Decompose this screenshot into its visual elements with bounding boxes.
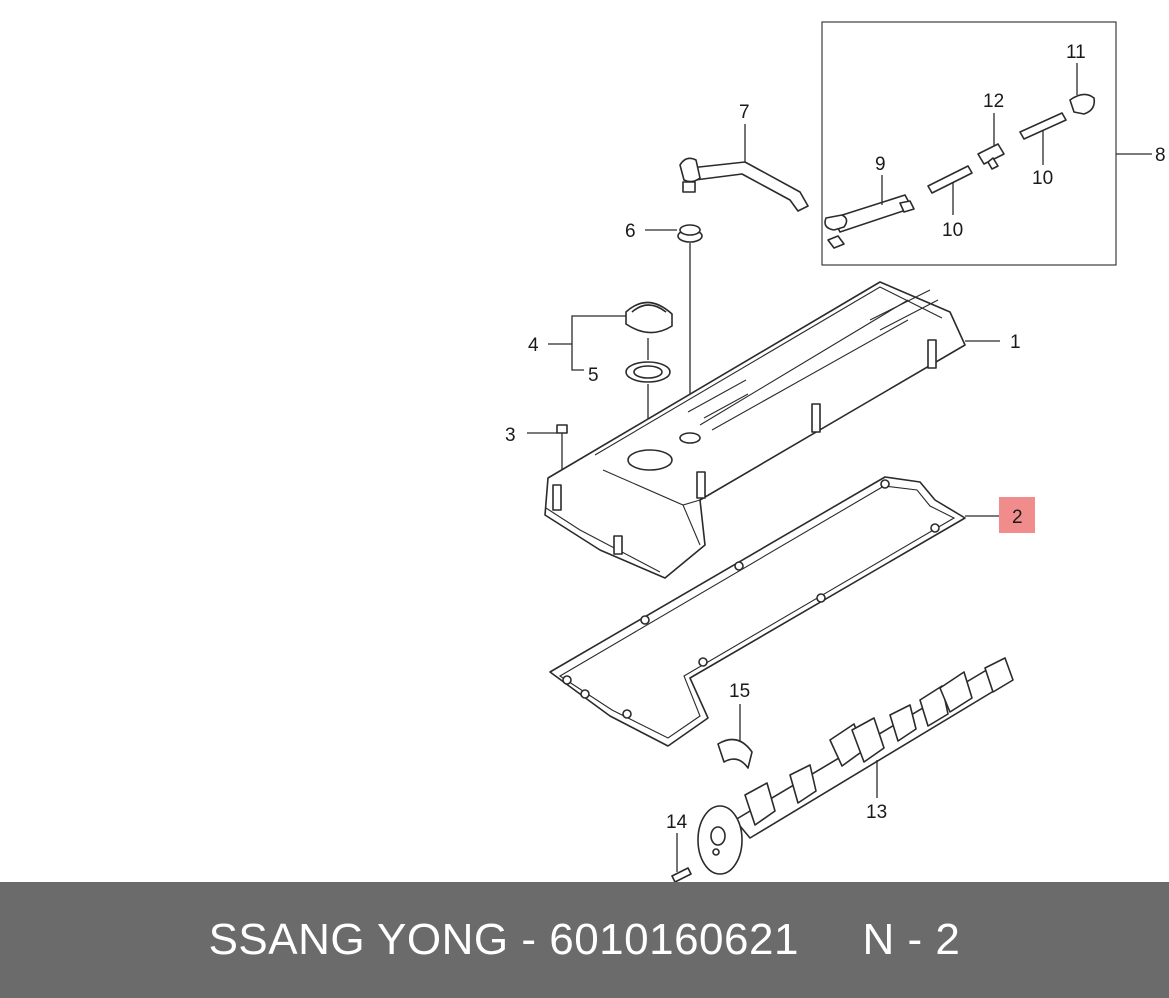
- breather-hose: [679, 124, 809, 212]
- breather-hose-inset: [821, 21, 1152, 266]
- callout-12: 12: [983, 91, 1004, 112]
- oil-filler-cap: [548, 301, 673, 460]
- callout-11: 11: [1066, 42, 1086, 63]
- callout-15: 15: [729, 681, 750, 702]
- camshaft: [697, 657, 1014, 875]
- half-moon-seal: [717, 704, 753, 769]
- callout-5: 5: [588, 365, 599, 386]
- cover-gasket: [549, 476, 1000, 747]
- callout-2-highlight: [999, 497, 1035, 533]
- callout-4: 4: [528, 335, 539, 356]
- callout-9: 9: [875, 154, 886, 175]
- parts-diagram: 1 2 3 4 5 6 7 8 9 10 10 11 12 13 14 15: [505, 21, 1166, 882]
- callout-6: 6: [625, 221, 636, 242]
- callout-10-lower: 10: [942, 220, 963, 241]
- callout-7: 7: [739, 102, 750, 123]
- part-number-caption: SSANG YONG - 6010160621 N - 2: [208, 915, 961, 964]
- callout-13: 13: [866, 802, 887, 823]
- callout-3: 3: [505, 425, 516, 446]
- cylinder-head-cover: [544, 281, 1000, 579]
- callout-8: 8: [1155, 145, 1166, 166]
- callout-2: 2: [1012, 507, 1023, 528]
- dowel-pin: [671, 833, 692, 882]
- footer-bar: SSANG YONG - 6010160621 N - 2: [0, 882, 1169, 998]
- callout-14: 14: [666, 812, 688, 833]
- callout-10-upper: 10: [1032, 168, 1053, 189]
- callout-1: 1: [1010, 332, 1021, 353]
